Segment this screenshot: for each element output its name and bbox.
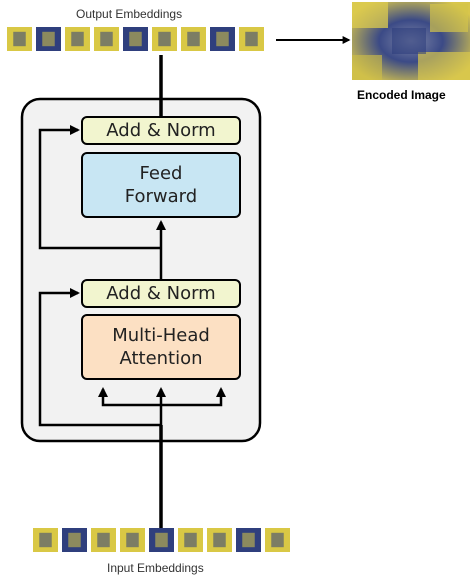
residual-connection-top: [38, 125, 161, 250]
encoded-image-label: Encoded Image: [357, 88, 446, 102]
encoded-image: [352, 2, 470, 80]
add-norm-bottom-block: Add & Norm: [81, 279, 241, 308]
output-embedding-patch: [239, 27, 264, 51]
residual-connection-bottom: [38, 288, 161, 427]
input-embedding-patch: [62, 528, 87, 552]
output-embedding-patch: [94, 27, 119, 51]
output-embedding-patches: [7, 27, 264, 51]
output-embedding-patch: [210, 27, 235, 51]
input-embedding-patch: [33, 528, 58, 552]
input-embedding-patch: [149, 528, 174, 552]
output-embedding-patch: [181, 27, 206, 51]
encoder-container: [20, 97, 262, 443]
attention-label-line1: Multi-Head: [112, 324, 210, 346]
add-norm-top-block: Add & Norm: [81, 116, 241, 145]
add-norm-bottom-label: Add & Norm: [106, 282, 216, 304]
output-embeddings-label: Output Embeddings: [76, 7, 183, 21]
attention-label-line2: Attention: [119, 348, 203, 369]
output-embedding-patch: [7, 27, 32, 51]
add-norm-top-label: Add & Norm: [106, 119, 216, 141]
input-embedding-patch: [265, 528, 290, 552]
input-embedding-patch: [207, 528, 232, 552]
input-embeddings-label: Input Embeddings: [107, 561, 204, 575]
multi-head-attention-block: Multi-Head Attention: [81, 314, 241, 380]
attention-residual-path: [98, 387, 161, 407]
feed-forward-label-line2: Forward: [124, 186, 198, 207]
output-embedding-patch: [36, 27, 61, 51]
input-embedding-patch: [120, 528, 145, 552]
output-embedding-patch: [65, 27, 90, 51]
input-embedding-patches: [33, 528, 290, 552]
output-embedding-patch: [152, 27, 177, 51]
feed-forward-label-line1: Feed: [139, 162, 183, 184]
feed-forward-block: Feed Forward: [81, 152, 241, 218]
output-embedding-patch: [123, 27, 148, 51]
input-embedding-patch: [91, 528, 116, 552]
input-embedding-patch: [178, 528, 203, 552]
attention-branch-path: [161, 387, 226, 407]
input-embedding-patch: [236, 528, 261, 552]
